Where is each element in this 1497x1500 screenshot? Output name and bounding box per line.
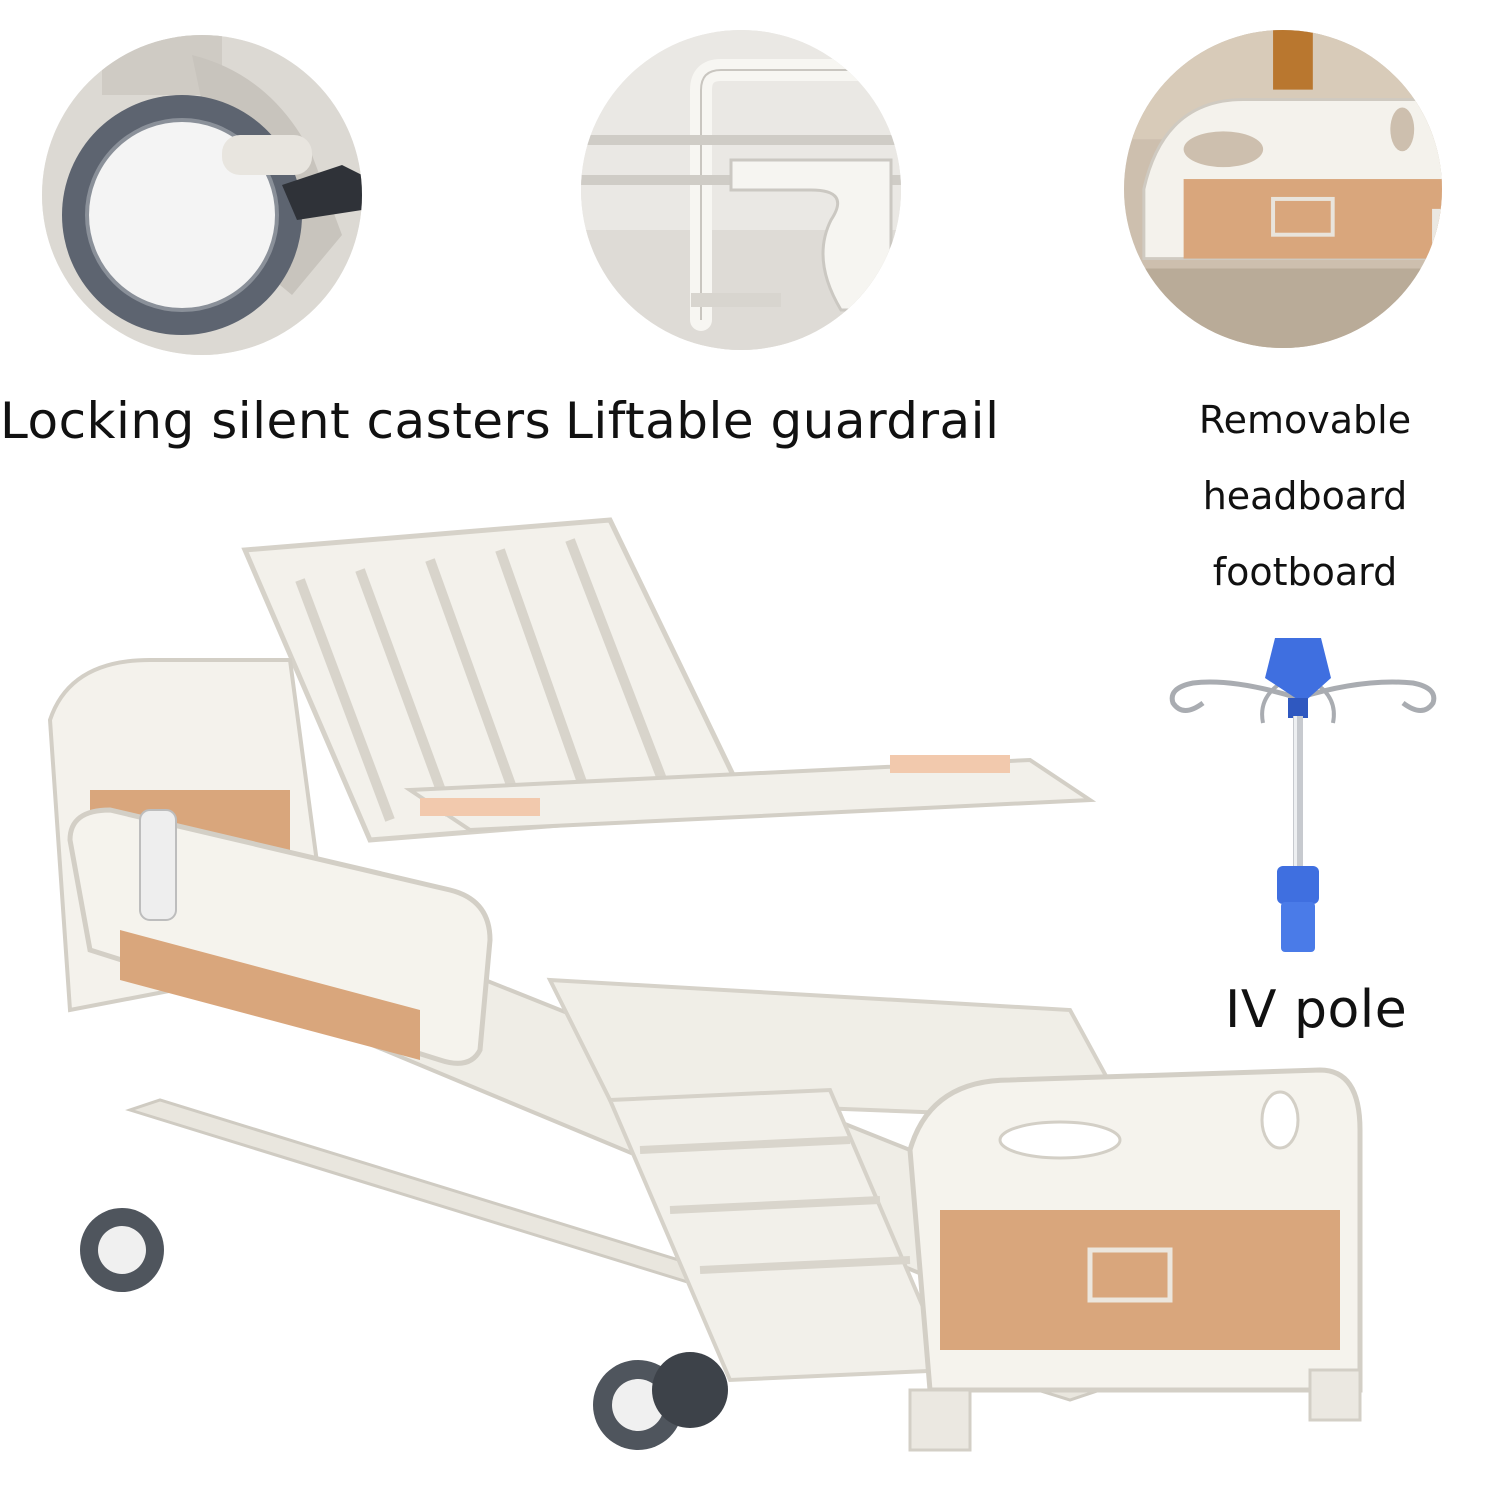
iv-pole-caption: IV pole bbox=[1225, 980, 1408, 1040]
caster-closeup-photo bbox=[42, 35, 362, 355]
caster-wheel bbox=[652, 1352, 728, 1428]
caster-wheel bbox=[80, 1208, 164, 1292]
hospital-bed-photo bbox=[47, 517, 1363, 1452]
headboard-closeup-photo bbox=[1124, 30, 1442, 348]
guardrail-closeup-photo bbox=[581, 30, 901, 350]
headboard-caption-line: Removable bbox=[1198, 398, 1412, 442]
guardrail-caption: Liftable guardrail bbox=[565, 392, 1000, 450]
iv-pole-photo bbox=[1169, 638, 1437, 952]
headboard-caption-line: headboard bbox=[1202, 474, 1408, 518]
headboard-caption-line: footboard bbox=[1212, 550, 1398, 594]
casters-caption: Locking silent casters bbox=[0, 392, 552, 450]
headboard-caption: Removable headboard footboard bbox=[1150, 382, 1460, 610]
